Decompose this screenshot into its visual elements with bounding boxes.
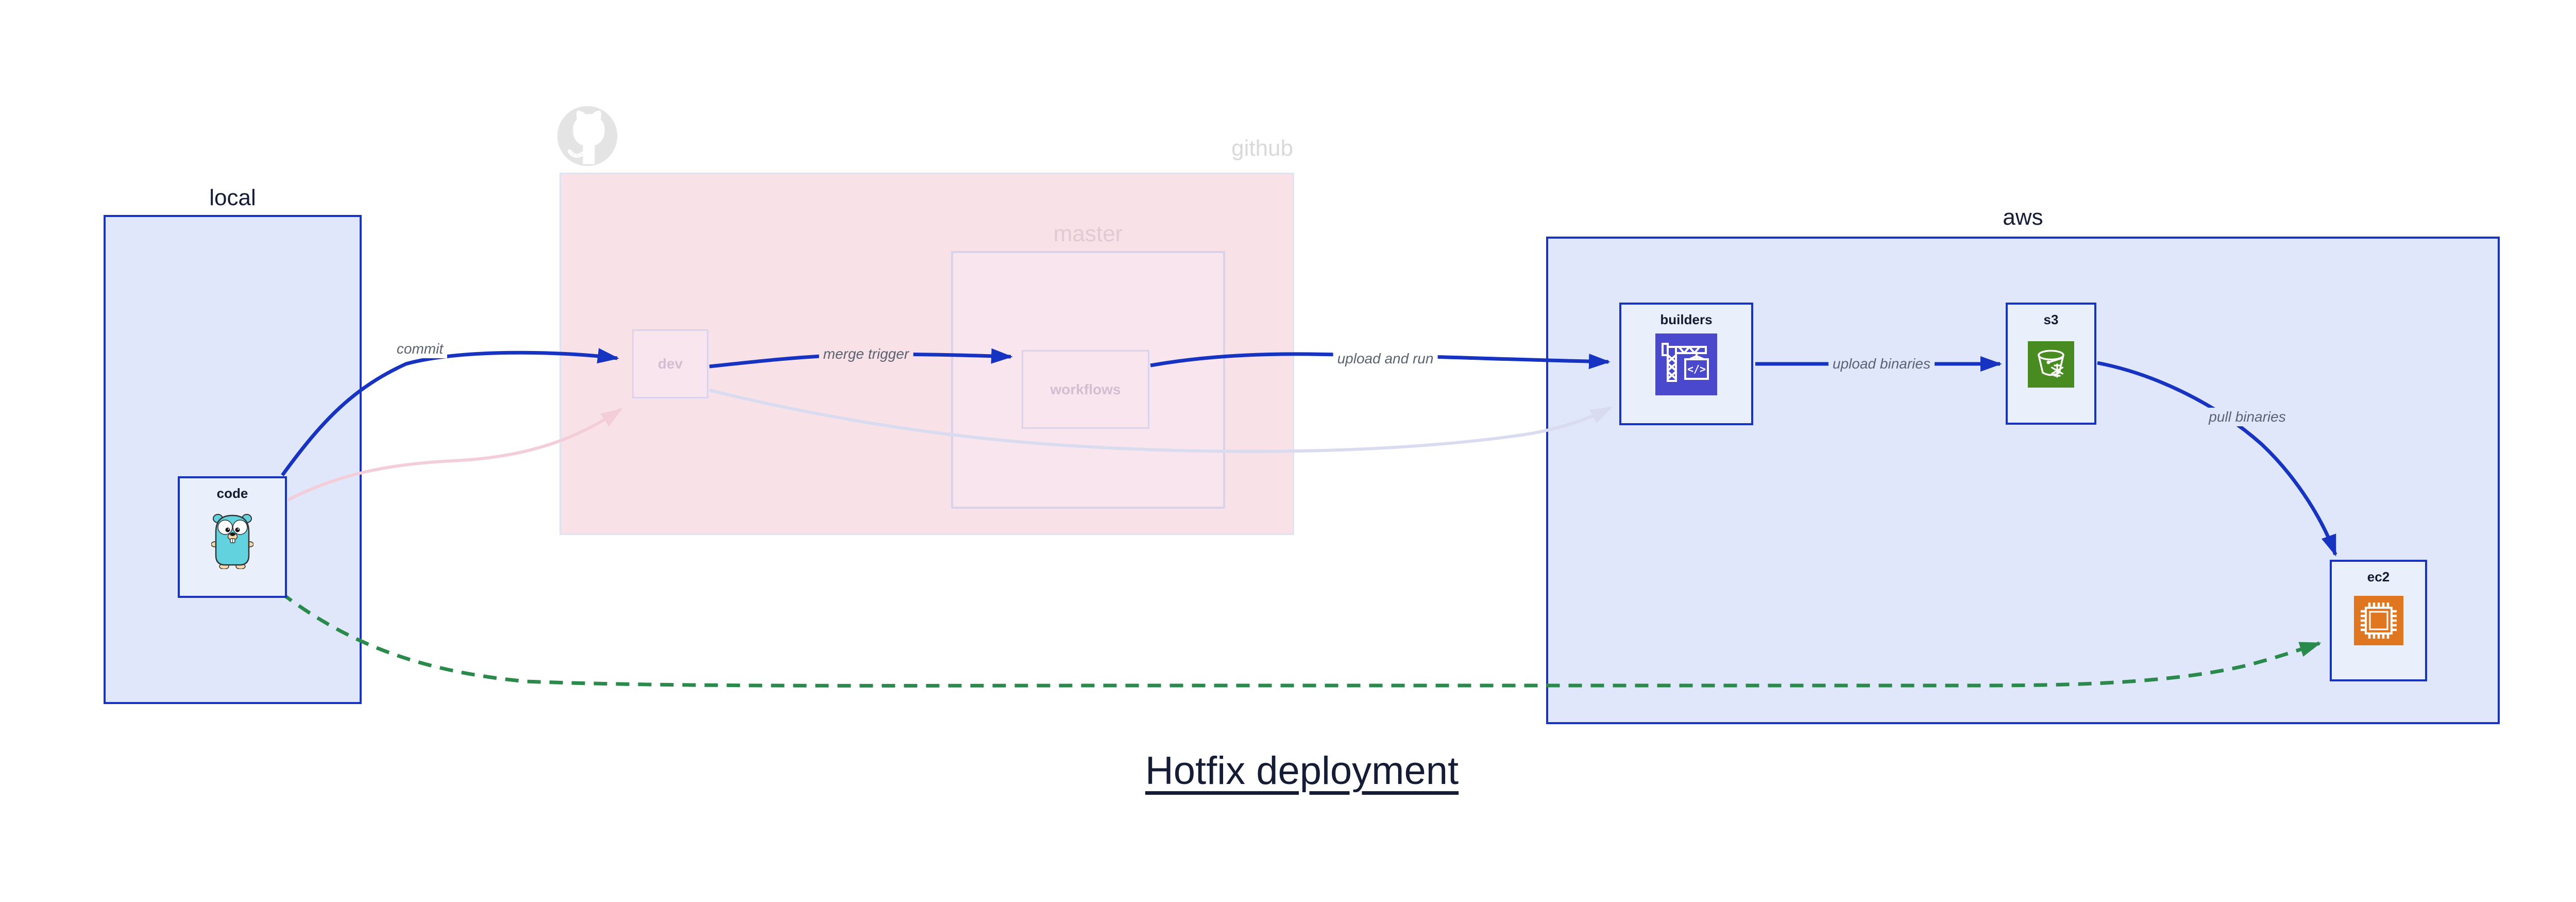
diagram-title: Hotfix deployment [1145,749,1459,793]
node-dev: dev [632,329,708,398]
node-code-label: code [216,486,248,501]
group-github-label: github [1231,136,1293,161]
ec2-chip-icon [2353,596,2403,645]
node-dev-label: dev [657,356,683,372]
node-builders: builders </> [1619,303,1753,425]
node-workflows: workflows [1022,350,1149,429]
gopher-icon [211,514,253,569]
edge-label-pull-binaries: pull binaries [2205,408,2290,426]
s3-bucket-icon [2028,341,2074,388]
group-local [104,215,362,704]
codebuild-crane-icon: </> [1655,333,1717,395]
node-workflows-label: workflows [1050,381,1121,397]
edge-label-upload-and-run: upload and run [1333,349,1438,368]
github-octocat-icon [557,106,618,166]
node-builders-label: builders [1660,312,1713,327]
group-local-label: local [209,185,256,210]
node-s3: s3 [2006,303,2096,425]
svg-text:</>: </> [1687,363,1706,375]
node-s3-label: s3 [2043,312,2059,327]
edge-label-commit: commit [392,340,448,358]
edge-label-merge-trigger: merge trigger [819,345,913,363]
group-master-label: master [1053,221,1123,246]
node-ec2: ec2 [2330,560,2427,681]
node-ec2-label: ec2 [2367,569,2390,584]
group-aws-label: aws [2003,205,2043,230]
edge-label-upload-binaries: upload binaries [1828,355,1935,373]
node-code: code [178,476,287,598]
